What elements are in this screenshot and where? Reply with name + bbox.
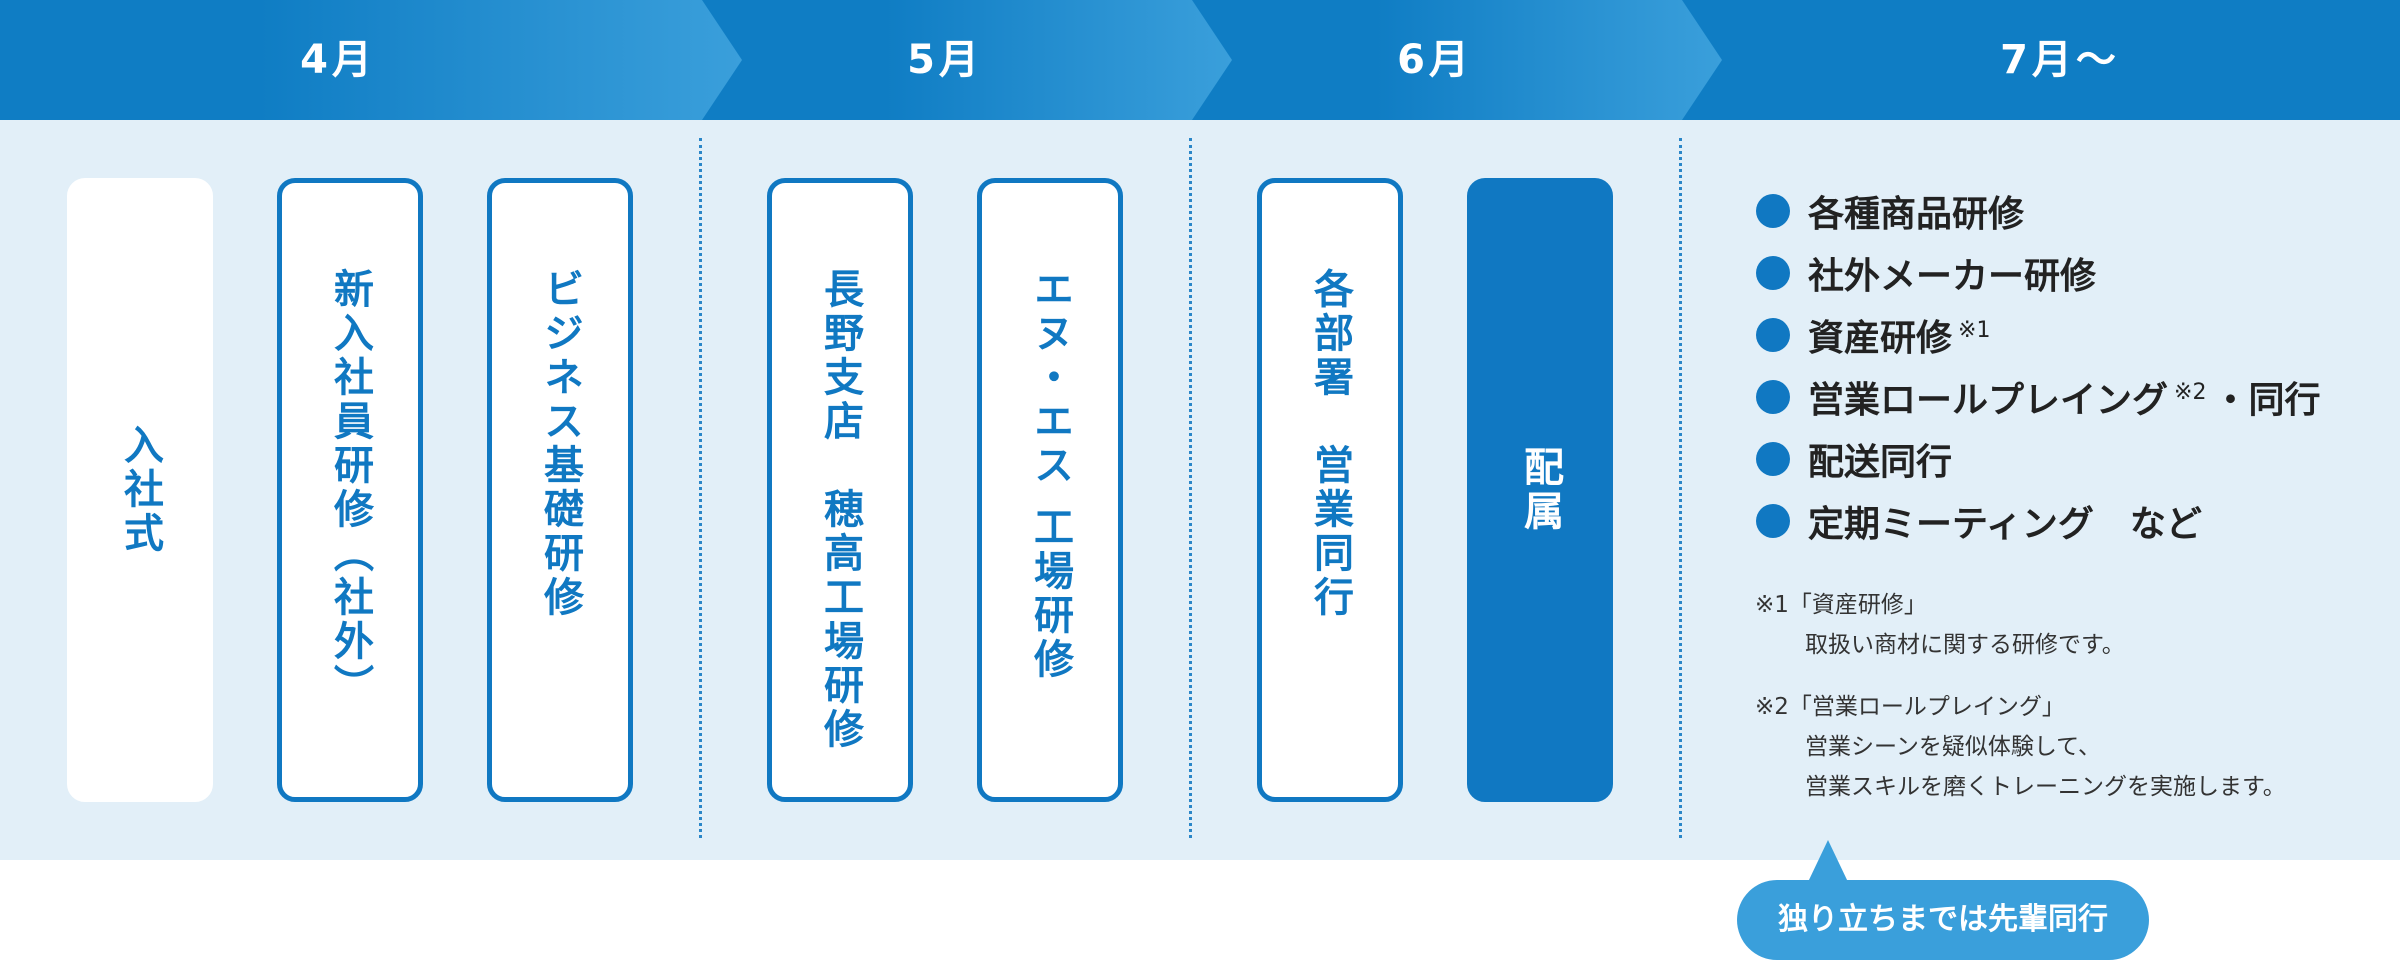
bullet-icon [1756,194,1790,228]
footnotes: ※1「資産研修」 取扱い商材に関する研修です。 ※2「営業ロールプレイング」 営… [1755,585,2286,829]
step-box-new-employee-training: 新入社員研修（社外） [277,178,423,802]
list-item: 各種商品研修 [1756,180,2320,242]
bubble-pointer [1808,840,1848,882]
training-list: 各種商品研修 社外メーカー研修 資産研修※1 営業ロールプレイング※2・同行 配… [1756,180,2320,552]
step-label: エヌ・エス 工場研修 [1027,268,1073,682]
list-item: 資産研修※1 [1756,304,2320,366]
senior-accompany-bubble: 独り立ちまでは先輩同行 [1737,880,2149,960]
divider [1679,138,1682,838]
step-box-entrance-ceremony: 入社式 [67,178,213,802]
month-label-july: 7月〜 [2000,37,2120,83]
footnote-title: ※1「資産研修」 [1755,592,1927,618]
month-segment-may [700,0,1232,120]
step-label: 長野支店 穂高工場研修 [817,268,863,752]
bullet-icon [1756,380,1790,414]
step-label: ビジネス基礎研修 [537,268,583,620]
month-label-may: 5月 [907,37,983,83]
list-item-text: 定期ミーティング など [1808,504,2202,545]
footnote-title: ※2「営業ロールプレイング」 [1755,694,2065,720]
bullet-icon [1756,256,1790,290]
bullet-icon [1756,442,1790,476]
bullet-icon [1756,318,1790,352]
divider [1189,138,1192,838]
list-item-text: 資産研修※1 [1808,309,1996,361]
list-item: 営業ロールプレイング※2・同行 [1756,366,2320,428]
footnote-2: ※2「営業ロールプレイング」 営業シーンを疑似体験して、 営業スキルを磨くトレー… [1755,687,2286,807]
bullet-icon [1756,504,1790,538]
list-item-text: 各種商品研修 [1808,194,2025,235]
month-segment-june [1190,0,1722,120]
footnote-mark: ※1 [1958,318,1991,343]
list-item: 定期ミーティング など [1756,490,2320,552]
footnote-mark: ※2 [2174,380,2207,405]
list-item: 配送同行 [1756,428,2320,490]
step-box-ns-factory: エヌ・エス 工場研修 [977,178,1123,802]
footnote-text: 取扱い商材に関する研修です。 [1805,632,2125,658]
list-item-text: 配送同行 [1808,442,1953,483]
step-label: 各部署 営業同行 [1307,268,1353,620]
step-box-business-basics: ビジネス基礎研修 [487,178,633,802]
list-item-label: 資産研修 [1808,318,1953,359]
month-segment-april [0,0,742,120]
timeline-header: 4月 5月 6月 7月〜 [0,0,2400,120]
month-label-june: 6月 [1397,37,1473,83]
step-label: 新入社員研修（社外） [327,268,373,708]
month-segment-july [1680,0,2400,120]
step-label: 入社式 [117,424,163,556]
list-item-text: 営業ロールプレイング※2・同行 [1808,371,2320,423]
step-box-department-sales: 各部署 営業同行 [1257,178,1403,802]
list-item: 社外メーカー研修 [1756,242,2320,304]
list-item-suffix: ・同行 [2212,380,2321,421]
step-label: 配属 [1517,446,1563,534]
footnote-text: 営業シーンを疑似体験して、 [1805,734,2102,760]
month-label-april: 4月 [300,37,376,83]
footnote-1: ※1「資産研修」 取扱い商材に関する研修です。 [1755,585,2286,665]
step-box-assignment: 配属 [1467,178,1613,802]
footnote-text: 営業スキルを磨くトレーニングを実施します。 [1805,774,2286,800]
list-item-text: 社外メーカー研修 [1808,256,2097,297]
step-box-nagano-factory: 長野支店 穂高工場研修 [767,178,913,802]
divider [699,138,702,838]
list-item-label: 営業ロールプレイング [1808,380,2169,421]
